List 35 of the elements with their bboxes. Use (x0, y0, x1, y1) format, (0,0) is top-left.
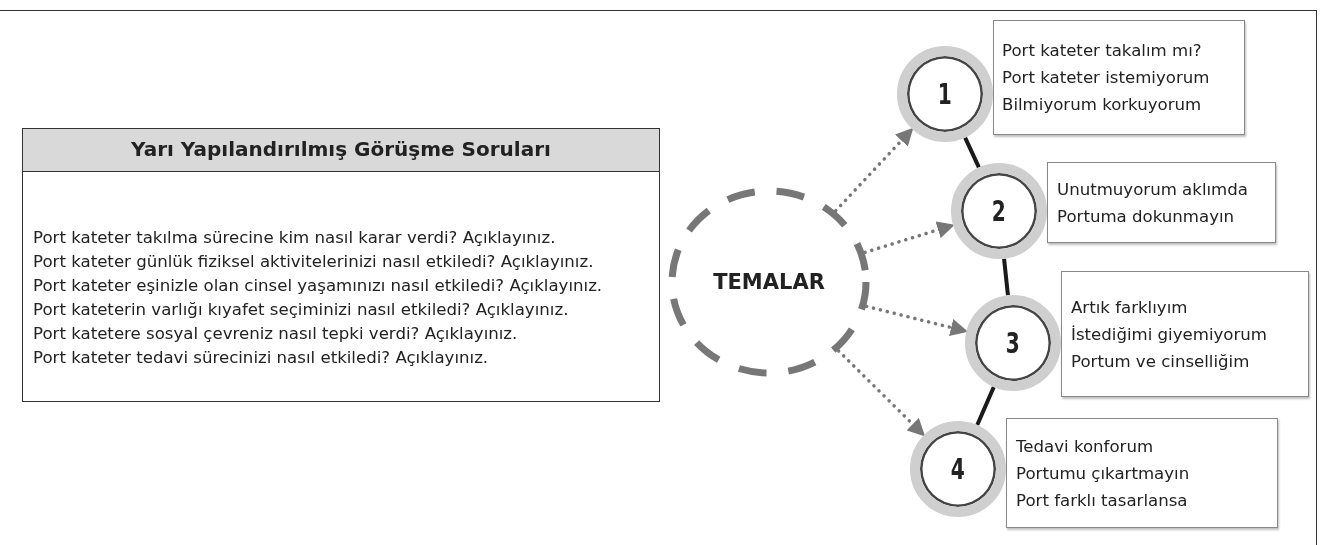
number-circle (910, 421, 1006, 517)
theme-box (1047, 162, 1276, 243)
step-number: 2 (992, 194, 1006, 228)
connector-line (975, 386, 996, 426)
step-number: 4 (951, 452, 965, 486)
arrow (836, 349, 926, 437)
theme-text: Unutmuyorum aklımda (1057, 178, 1249, 201)
theme-text: Port kateter istemiyorum (1002, 67, 1211, 89)
question-text: Port kateter günlük fiziksel aktivitelerinizi nasıl etkiledi? Açıklayınız. (33, 251, 595, 273)
step-number: 1 (938, 77, 952, 111)
theme-box (1061, 271, 1309, 397)
question-text: Port katetere sosyal çevreniz nasıl tepki verdi? Açıklayınız. (33, 323, 519, 345)
question-box (22, 128, 660, 402)
connector-line (963, 136, 981, 169)
theme-box (993, 20, 1245, 135)
theme-text: Bilmiyorum korkuyorum (1002, 94, 1203, 116)
theme-title: TEMALAR (713, 270, 825, 294)
question-text: Port kateter tedavi sürecinizi nasıl etkiledi? Açıklayınız. (33, 347, 490, 369)
question-text: Port kateter takılma sürecine kim nasıl karar verdi? Açıklayınız. (33, 227, 557, 249)
theme-text: İstediğimi giyemiyorum (1071, 323, 1268, 346)
theme-text: Portuma dokunmayın (1057, 205, 1236, 228)
step-number: 3 (1006, 326, 1020, 360)
theme-text: Portumu çıkartmayın (1016, 462, 1191, 485)
theme-text: Tedavi konforum (1016, 435, 1155, 458)
box-heading: Yarı Yapılandırılmış Görüşme Soruları (23, 129, 659, 172)
theme-text: Artık farklıyım (1071, 296, 1189, 319)
theme-box (1006, 418, 1278, 528)
arrow (863, 221, 955, 255)
question-text: Port kateter eşinizle olan cinsel yaşamınızı nasıl etkiledi? Açıklayınız. (33, 275, 604, 297)
theme-text: Port farklı tasarlansa (1016, 489, 1189, 512)
question-text: Port kateterin varlığı kıyafet seçiminizi nasıl etkiledi? Açıklayınız. (33, 299, 570, 321)
theme-text: Port kateter takalım mı? (1002, 40, 1203, 62)
theme-text: Portum ve cinselliğim (1071, 350, 1251, 373)
connector-line (1002, 258, 1010, 296)
arrow (834, 127, 914, 213)
